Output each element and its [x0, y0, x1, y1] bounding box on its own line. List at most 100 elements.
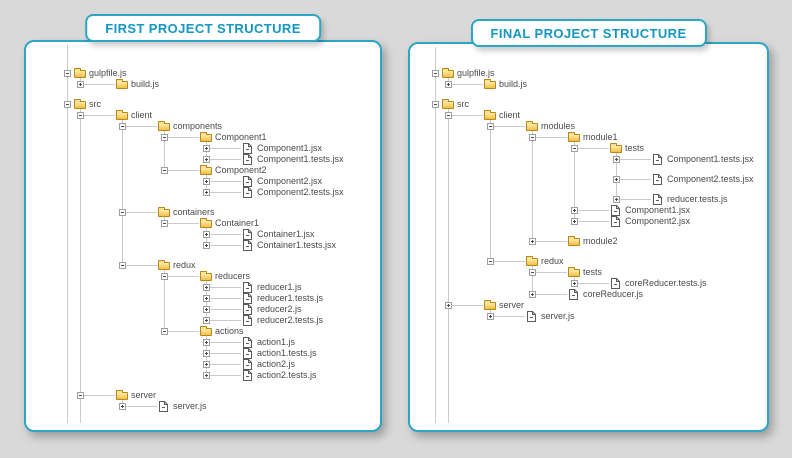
tree-guide-line — [532, 266, 533, 298]
tree-row: actions — [26, 326, 380, 337]
tree-item-label: Component1.tests.jsx — [667, 154, 754, 164]
tree-row: reducer2.js — [26, 304, 380, 315]
tree-row: Component2.jsx — [410, 216, 767, 227]
tree-row: Component1 — [26, 132, 380, 143]
tree-connector-line — [620, 199, 651, 200]
tree-guide-line — [80, 109, 81, 423]
tree-connector-line — [126, 126, 157, 127]
tree-item-label: coreReducer.js — [583, 289, 644, 299]
tree-item-label: containers — [173, 207, 215, 217]
file-icon — [243, 359, 252, 370]
tree-row: reducer1.tests.js — [26, 293, 380, 304]
tree-item-label: src — [457, 99, 469, 109]
panel-first-project: FIRST PROJECT STRUCTURE gulpfile.js build… — [24, 14, 382, 432]
title-badge: FIRST PROJECT STRUCTURE — [85, 14, 321, 42]
tree-connector-line — [578, 210, 609, 211]
expand-plus-icon — [613, 196, 620, 203]
file-icon — [653, 194, 662, 205]
expand-plus-icon — [487, 313, 494, 320]
expand-plus-icon — [203, 306, 210, 313]
tree-row: redux — [410, 256, 767, 267]
expand-plus-icon — [203, 284, 210, 291]
title-badge: FINAL PROJECT STRUCTURE — [470, 19, 707, 47]
tree-row: Component1.tests.jsx — [410, 154, 767, 165]
tree-row: client — [410, 110, 767, 121]
tree-guide-line — [164, 131, 165, 174]
tree-item-label: Container1.tests.jsx — [257, 240, 337, 250]
tree-connector-line — [210, 353, 241, 354]
expand-plus-icon — [203, 339, 210, 346]
tree-connector-line — [168, 331, 199, 332]
file-icon — [653, 154, 662, 165]
file-icon — [243, 154, 252, 165]
collapse-minus-icon — [487, 258, 494, 265]
tree-connector-line — [168, 170, 199, 171]
tree-connector-line — [494, 261, 525, 262]
tree-item-label: Container1 — [215, 218, 260, 228]
folder-icon — [158, 260, 170, 270]
tree-connector-line — [452, 84, 483, 85]
expand-plus-icon — [529, 291, 536, 298]
tree-item-label: coreReducer.tests.js — [625, 278, 707, 288]
folder-icon — [200, 132, 212, 142]
expand-plus-icon — [571, 218, 578, 225]
tree-item-label: action2.js — [257, 359, 296, 369]
expand-plus-icon — [203, 231, 210, 238]
tree-guide-line — [206, 175, 207, 196]
tree-row: coreReducer.tests.js — [410, 278, 767, 289]
file-icon — [569, 289, 578, 300]
tree-item-label: client — [131, 110, 153, 120]
tree-item-label: server.js — [173, 401, 207, 411]
tree-row: redux — [26, 260, 380, 271]
tree-guide-line — [435, 47, 436, 423]
tree-guide-line — [67, 45, 68, 423]
collapse-minus-icon — [161, 328, 168, 335]
tree-connector-line — [494, 316, 525, 317]
tree-row: client — [26, 110, 380, 121]
tree-row: Component1.tests.jsx — [26, 154, 380, 165]
expand-plus-icon — [445, 81, 452, 88]
file-icon — [243, 304, 252, 315]
tree-guide-line — [206, 336, 207, 379]
tree-item-label: redux — [173, 260, 196, 270]
tree-item-label: actions — [215, 326, 244, 336]
file-icon — [159, 401, 168, 412]
tree-row: reducer2.tests.js — [26, 315, 380, 326]
tree-item-label: Component2.tests.jsx — [257, 187, 344, 197]
expand-plus-icon — [613, 156, 620, 163]
tree-item-label: Component1 — [215, 132, 267, 142]
tree-guide-line — [490, 120, 491, 265]
tree-item-label: components — [173, 121, 223, 131]
tree-connector-line — [126, 265, 157, 266]
collapse-minus-icon — [77, 392, 84, 399]
tree-row: Component1.jsx — [410, 205, 767, 216]
collapse-minus-icon — [161, 273, 168, 280]
tree-item-label: gulpfile.js — [89, 68, 127, 78]
collapse-minus-icon — [161, 134, 168, 141]
folder-icon — [484, 300, 496, 310]
folder-icon — [568, 236, 580, 246]
folder-icon — [158, 207, 170, 217]
tree-item-label: server — [499, 300, 525, 310]
file-icon — [243, 187, 252, 198]
tree-item-label: Component1.tests.jsx — [257, 154, 344, 164]
tree-connector-line — [84, 84, 115, 85]
tree-item-label: build.js — [131, 79, 160, 89]
folder-icon — [484, 110, 496, 120]
file-icon — [243, 370, 252, 381]
tree-row: Container1 — [26, 218, 380, 229]
tree-item-label: gulpfile.js — [457, 68, 495, 78]
tree-row: build.js — [26, 79, 380, 90]
tree-connector-line — [126, 212, 157, 213]
folder-icon — [442, 68, 454, 78]
folder-icon — [200, 165, 212, 175]
collapse-minus-icon — [64, 70, 71, 77]
tree-item-label: Component2.jsx — [625, 216, 691, 226]
collapse-minus-icon — [529, 269, 536, 276]
tree-connector-line — [210, 192, 241, 193]
file-icon — [243, 143, 252, 154]
tree-connector-line — [536, 137, 567, 138]
file-icon — [243, 240, 252, 251]
expand-plus-icon — [203, 295, 210, 302]
